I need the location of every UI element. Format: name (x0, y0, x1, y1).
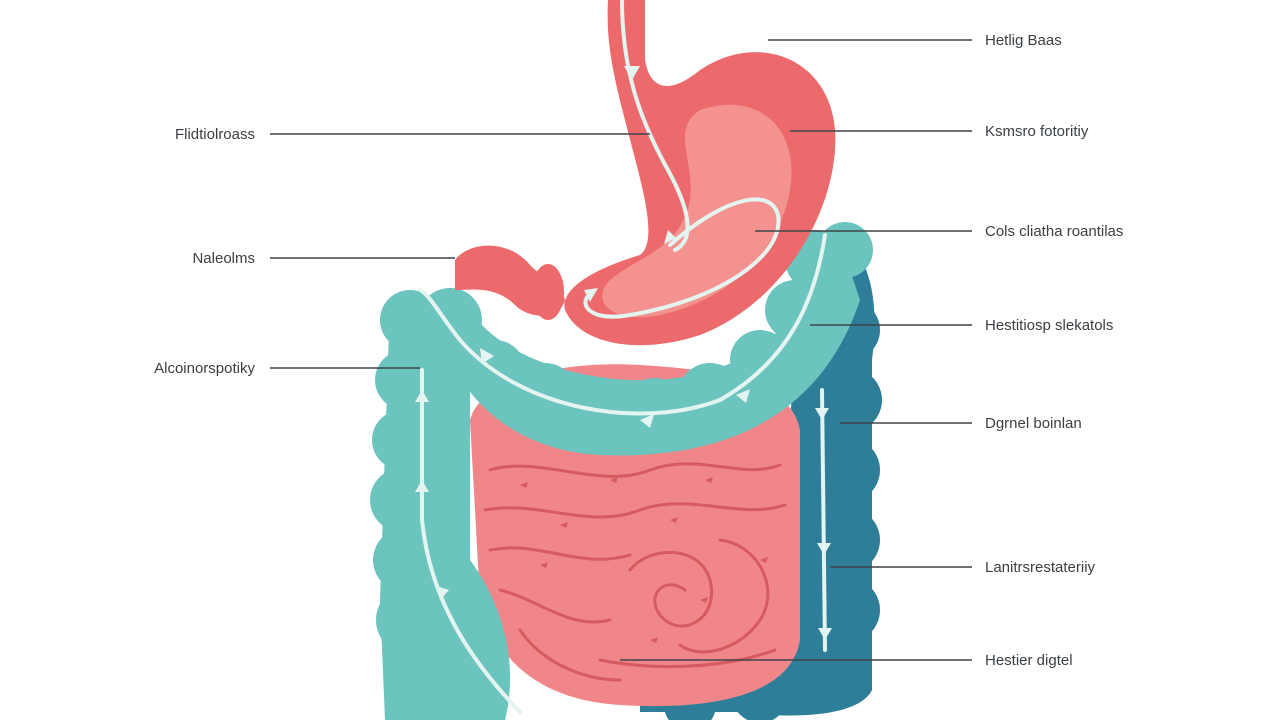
label-left-1: Flidtiolroass (175, 126, 255, 143)
label-right-6: Lanitrsrestateriiy (985, 559, 1096, 576)
label-left-3: Alcoinorspotiky (154, 360, 255, 377)
label-right-2: Ksmsro fotoritiy (985, 123, 1089, 140)
label-right-1: Hetlig Baas (985, 32, 1062, 49)
label-right-3: Cols cliatha roantilas (985, 223, 1123, 240)
transverse-and-ascending-colon (370, 222, 873, 720)
flow-arrows (418, 0, 827, 714)
flow-arrowheads (415, 66, 832, 640)
label-right-7: Hestier digtel (985, 652, 1073, 669)
label-left-2: Naleolms (192, 250, 255, 267)
duodenum (455, 245, 565, 320)
label-right-5: Dgrnel boinlan (985, 415, 1082, 432)
label-right-4: Hestitiosp slekatols (985, 317, 1113, 334)
leader-lines (270, 39, 972, 661)
right-labels: Hetlig Baas Ksmsro fotoritiy Cols cliath… (985, 32, 1123, 669)
left-labels: Flidtiolroass Naleolms Alcoinorspotiky (154, 126, 255, 377)
